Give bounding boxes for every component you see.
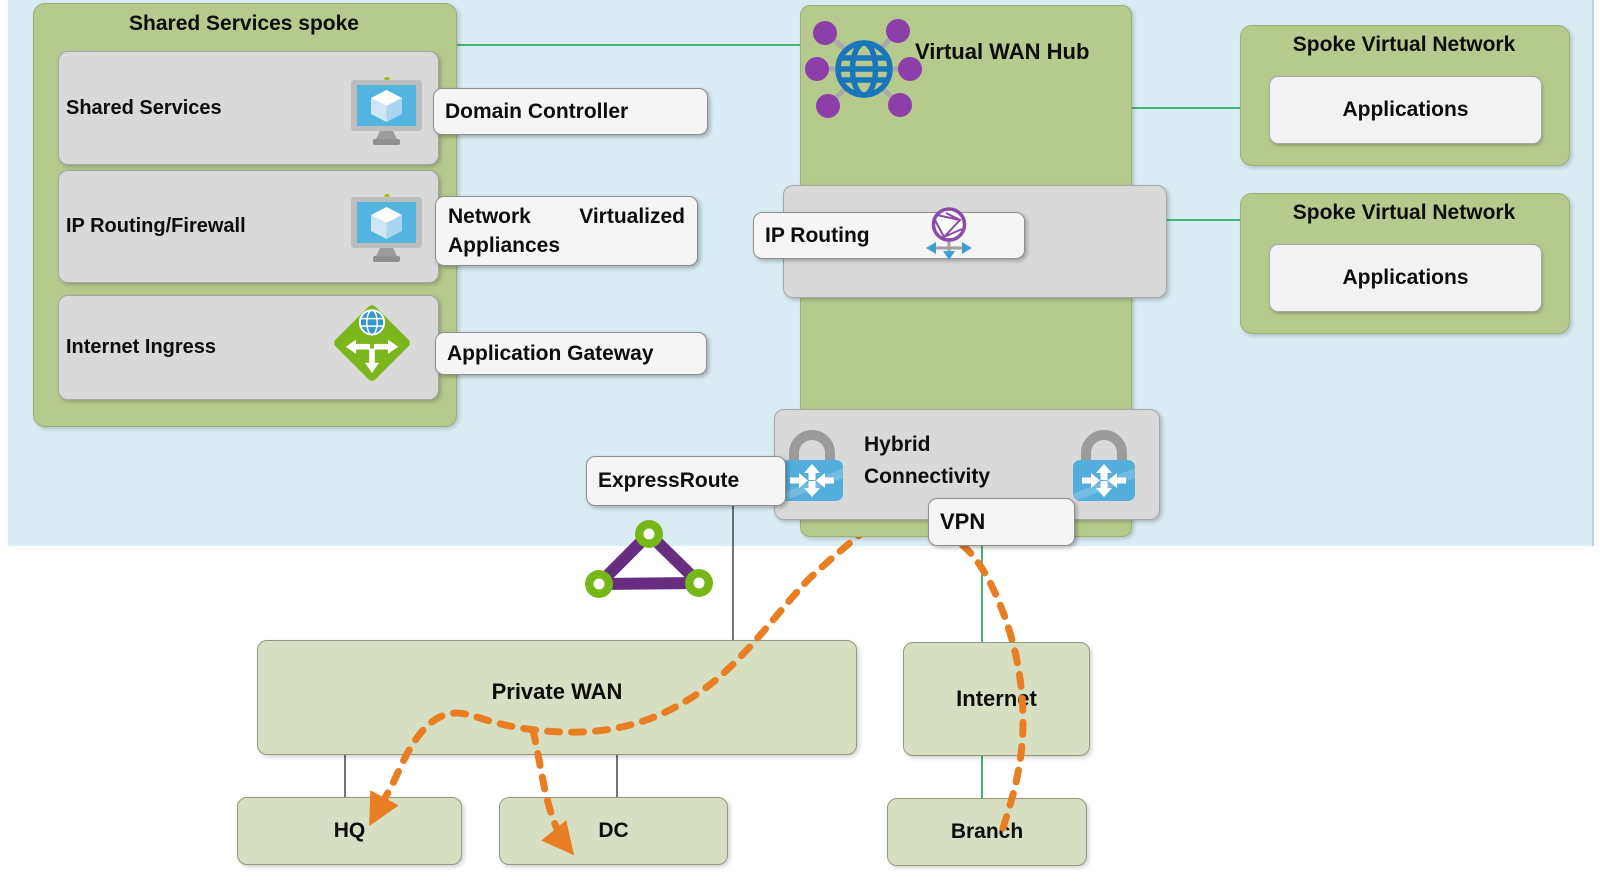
ip-routing-tag: IP Routing <box>753 212 1025 259</box>
hybrid-line1: Hybrid <box>864 433 931 456</box>
shared-services-spoke-title: Shared Services spoke <box>129 12 359 35</box>
vpn-tag: VPN <box>928 498 1075 546</box>
domain-controller-label: Domain Controller <box>445 99 629 123</box>
ip-routing-firewall-row: IP Routing/Firewall <box>58 170 439 283</box>
spoke-virtual-network-1-title: Spoke Virtual Network <box>1292 33 1516 56</box>
expressroute-circuit-icon <box>585 520 713 598</box>
applications-box: Applications <box>1269 76 1542 144</box>
branch-label: Branch <box>950 820 1024 843</box>
dc-label: DC <box>598 819 629 842</box>
virtual-machine-icon <box>351 194 422 262</box>
vpn-gateway-lock-icon <box>781 430 843 502</box>
routing-icon <box>926 207 972 260</box>
vpn-gateway-lock-icon <box>1073 430 1135 502</box>
nva-line2: Appliances <box>448 234 561 257</box>
applications-box: Applications <box>1269 244 1542 312</box>
application-gateway-icon <box>334 305 410 381</box>
network-virtualized-appliances-tag: Network Virtualized Appliances <box>435 196 698 266</box>
virtual-wan-hub-title: Virtual WAN Hub <box>915 39 1090 64</box>
applications-label: Applications <box>1342 98 1469 121</box>
hybrid-connectivity-title: Hybrid Connectivity <box>864 429 990 493</box>
expressroute-tag: ExpressRoute <box>586 456 786 506</box>
internet-ingress-row-label: Internet Ingress <box>66 336 217 358</box>
applications-label: Applications <box>1342 266 1469 289</box>
spoke-virtual-network-2-title: Spoke Virtual Network <box>1292 201 1516 224</box>
internet-node: Internet <box>903 642 1090 756</box>
virtual-wan-icon <box>805 19 922 118</box>
dc-node: DC <box>499 797 728 865</box>
application-gateway-tag: Application Gateway <box>435 332 707 375</box>
domain-controller-tag: Domain Controller <box>433 88 708 135</box>
hq-label: HQ <box>333 819 366 842</box>
ip-routing-firewall-row-label: IP Routing/Firewall <box>66 215 246 237</box>
private-wan-label: Private WAN <box>491 679 623 704</box>
application-gateway-label: Application Gateway <box>447 341 654 365</box>
virtual-machine-icon <box>351 77 422 145</box>
nva-word1: Network <box>448 205 531 228</box>
shared-services-row: Shared Services <box>58 51 439 165</box>
nva-word2: Virtualized <box>579 205 685 228</box>
expressroute-label: ExpressRoute <box>598 469 740 492</box>
shared-services-row-label: Shared Services <box>66 96 222 119</box>
hq-node: HQ <box>237 797 462 865</box>
hybrid-line2: Connectivity <box>864 465 991 488</box>
private-wan-node: Private WAN <box>257 640 857 755</box>
ip-routing-label: IP Routing <box>765 223 870 247</box>
branch-node: Branch <box>887 798 1087 866</box>
vpn-label: VPN <box>940 509 986 534</box>
internet-label: Internet <box>956 686 1037 711</box>
